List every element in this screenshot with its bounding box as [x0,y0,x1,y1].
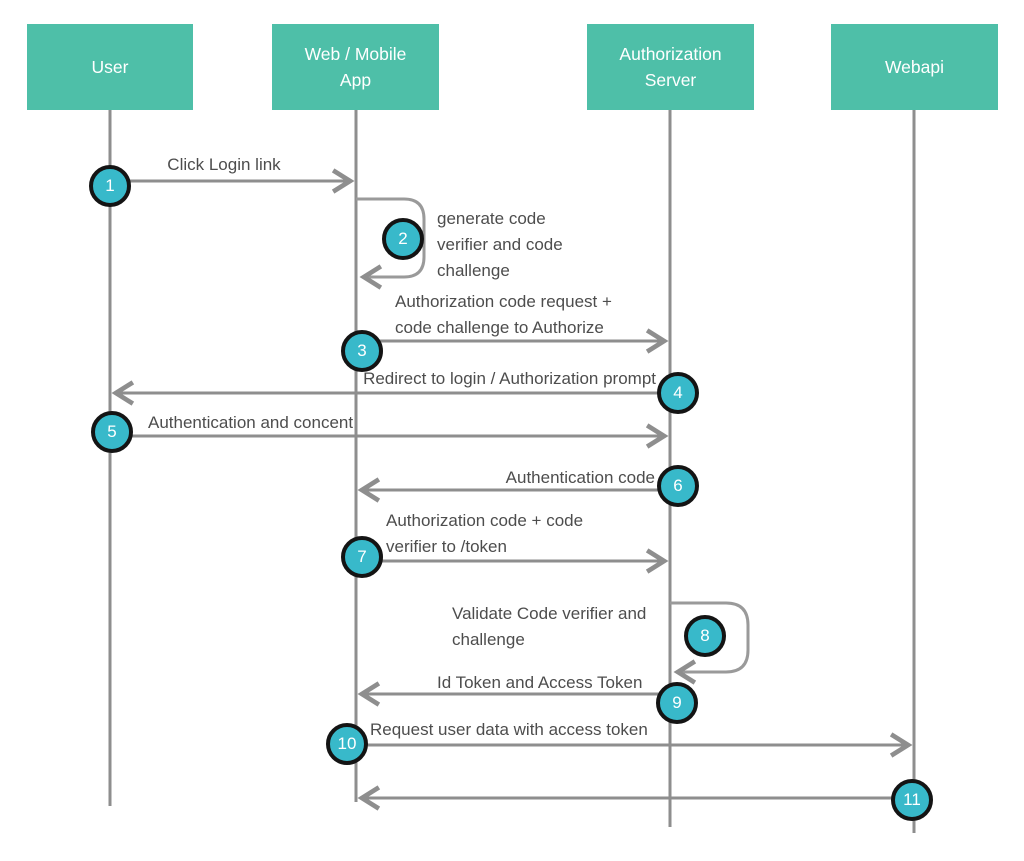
step-marker-3: 3 [341,330,383,372]
step-marker-2: 2 [382,218,424,260]
step-marker-6: 6 [657,465,699,507]
step-marker-10: 10 [326,723,368,765]
message-label-9: Id Token and Access Token [437,673,643,692]
message-label-8: Validate Code verifier and challenge [452,604,647,649]
message-label-5: Authentication and concent [148,413,354,432]
step-marker-5: 5 [91,411,133,453]
step-marker-11: 11 [891,779,933,821]
actor-box-user: User [27,24,193,110]
actor-box-authorization-server: Authorization Server [587,24,754,110]
self-loop-arrow-2 [356,197,426,277]
message-label-1: Click Login link [167,155,281,174]
step-marker-8: 8 [684,615,726,657]
actor-box-web-mobile-app: Web / Mobile App [272,24,439,110]
step-marker-4: 4 [657,372,699,414]
message-label-10: Request user data with access token [370,720,648,739]
step-marker-9: 9 [656,682,698,724]
message-label-2: generate code verifier and code challeng… [437,209,563,280]
message-label-7: Authorization code + code verifier to /t… [386,511,584,556]
message-label-4: Redirect to login / Authorization prompt [363,369,656,388]
message-label-3: Authorization code request + code challe… [395,292,612,337]
step-marker-1: 1 [89,165,131,207]
step-marker-7: 7 [341,536,383,578]
actor-box-webapi: Webapi [831,24,998,110]
self-loop-arrow-8 [670,601,750,672]
message-label-6: Authentication code [505,468,655,487]
